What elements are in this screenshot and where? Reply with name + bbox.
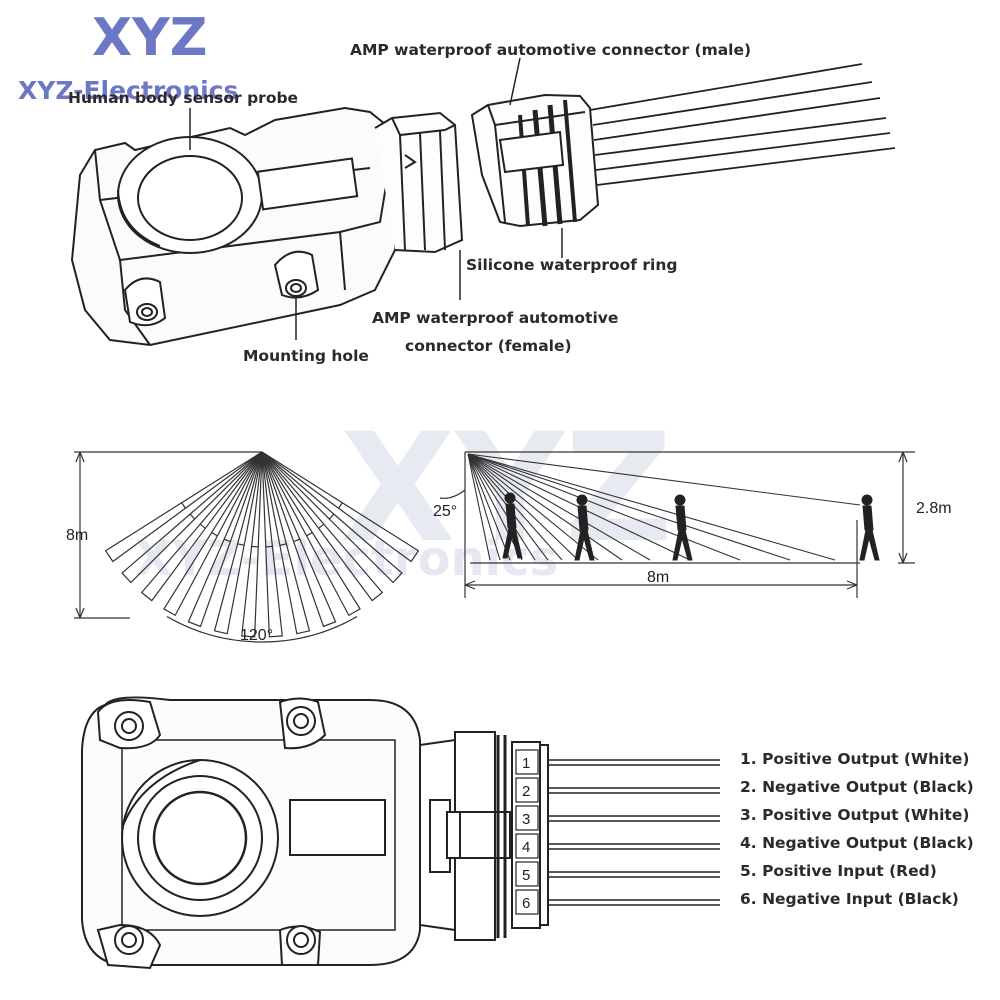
watermark-logo: XYZ XYZ-Electronics xyxy=(18,8,238,105)
wire-legend: 1. Positive Output (White) 2. Negative O… xyxy=(740,750,974,908)
female-connector-label-1: AMP waterproof automotive xyxy=(372,309,618,327)
detection-zone-segment xyxy=(213,543,245,635)
callouts: Human body sensor probe AMP waterproof a… xyxy=(68,41,751,365)
side-ray xyxy=(467,453,791,561)
detection-ray xyxy=(261,451,301,540)
angle-label: 120° xyxy=(240,627,273,644)
detection-ray xyxy=(194,451,263,520)
detection-ray xyxy=(189,451,263,515)
detection-zone-segment xyxy=(337,501,420,563)
detection-ray xyxy=(223,451,263,540)
detection-zone-segment xyxy=(265,545,283,638)
detection-ray xyxy=(185,451,263,509)
side-ray xyxy=(467,453,599,561)
side-ray xyxy=(467,453,523,561)
pin-number: 1 xyxy=(522,755,530,772)
detection-zone-segment xyxy=(292,538,337,628)
side-ray xyxy=(467,453,651,561)
detection-ray xyxy=(261,451,313,533)
pin-number-list: 1 2 3 4 5 6 xyxy=(515,749,539,915)
detection-zone-segment xyxy=(241,545,259,638)
probe-label: Human body sensor probe xyxy=(68,89,298,107)
detection-zone-segment xyxy=(305,531,361,617)
detection-zone-segment xyxy=(140,523,207,602)
wire-label: 5. Positive Input (Red) xyxy=(740,862,937,880)
detection-zone-segment xyxy=(328,513,403,584)
tilt-angle-label: 25° xyxy=(433,503,457,520)
wire-label: 1. Positive Output (White) xyxy=(740,750,969,768)
side-ray xyxy=(467,453,491,561)
side-ray xyxy=(467,453,579,561)
detection-ray xyxy=(243,451,263,546)
sensor-isometric-drawing xyxy=(70,57,896,347)
pedestrian-figures xyxy=(502,492,880,561)
detection-ray xyxy=(261,451,281,546)
detection-ray xyxy=(216,451,263,537)
watermark-center-small: XYZ-Electronics xyxy=(135,531,558,587)
detection-ray xyxy=(261,451,308,537)
detection-zone-segment xyxy=(163,531,219,617)
male-connector-label: AMP waterproof automotive connector (mal… xyxy=(350,41,751,59)
detection-ray xyxy=(261,451,335,515)
watermark-logo-small: XYZ-Electronics xyxy=(18,76,238,105)
detection-ray xyxy=(261,451,267,547)
female-connector-label-2: connector (female) xyxy=(405,337,572,355)
detection-side-view: 25° 2.8m 8m xyxy=(433,451,952,598)
wire-label: 4. Negative Output (Black) xyxy=(740,834,974,852)
side-ray xyxy=(467,453,501,561)
side-ray xyxy=(467,453,861,506)
side-ray xyxy=(467,453,536,561)
range-left-label: 8m xyxy=(66,527,88,544)
wire-label: 6. Negative Input (Black) xyxy=(740,890,959,908)
detection-ray xyxy=(261,451,325,525)
side-ray xyxy=(467,453,511,561)
wire-label: 2. Negative Output (Black) xyxy=(740,778,974,796)
detection-ray xyxy=(250,451,263,547)
detection-ray xyxy=(199,451,263,525)
detection-ray xyxy=(181,451,263,504)
detection-ray xyxy=(211,451,263,533)
detection-zone-segment xyxy=(317,523,384,602)
pin-number: 3 xyxy=(522,811,530,828)
side-ray xyxy=(467,453,563,561)
pin-number: 4 xyxy=(522,839,530,856)
pin-number: 2 xyxy=(522,783,530,800)
angle-arc xyxy=(166,616,358,643)
detection-ray xyxy=(261,451,330,520)
detection-ray xyxy=(261,451,320,529)
wire-label: 3. Positive Output (White) xyxy=(740,806,969,824)
detection-ray xyxy=(261,451,274,547)
range-bottom-label: 8m xyxy=(647,569,669,586)
detection-ray xyxy=(229,451,263,542)
detection-ray xyxy=(261,451,343,504)
silicone-ring-label: Silicone waterproof ring xyxy=(466,256,678,274)
mounting-hole-label: Mounting hole xyxy=(243,347,369,365)
side-ray xyxy=(467,453,623,561)
detection-ray xyxy=(261,451,339,509)
sensor-front-view xyxy=(81,696,720,970)
detection-ray xyxy=(261,451,295,542)
detection-zone-segment xyxy=(121,513,196,584)
detection-ray xyxy=(204,451,263,529)
detection-zone-segment xyxy=(187,538,232,628)
side-ray xyxy=(467,453,741,561)
height-label: 2.8m xyxy=(916,500,952,517)
detection-zone-segment xyxy=(104,501,187,563)
detection-ray xyxy=(261,451,287,544)
detection-fan-top-view: 8m 120° xyxy=(66,451,420,644)
detection-zone-segment xyxy=(279,543,311,635)
detection-ray xyxy=(257,451,263,547)
watermark-logo-big: XYZ xyxy=(92,8,207,68)
pin-number: 6 xyxy=(522,895,530,912)
pin-number: 5 xyxy=(522,867,530,884)
side-ray xyxy=(467,453,836,561)
detection-ray xyxy=(237,451,263,544)
